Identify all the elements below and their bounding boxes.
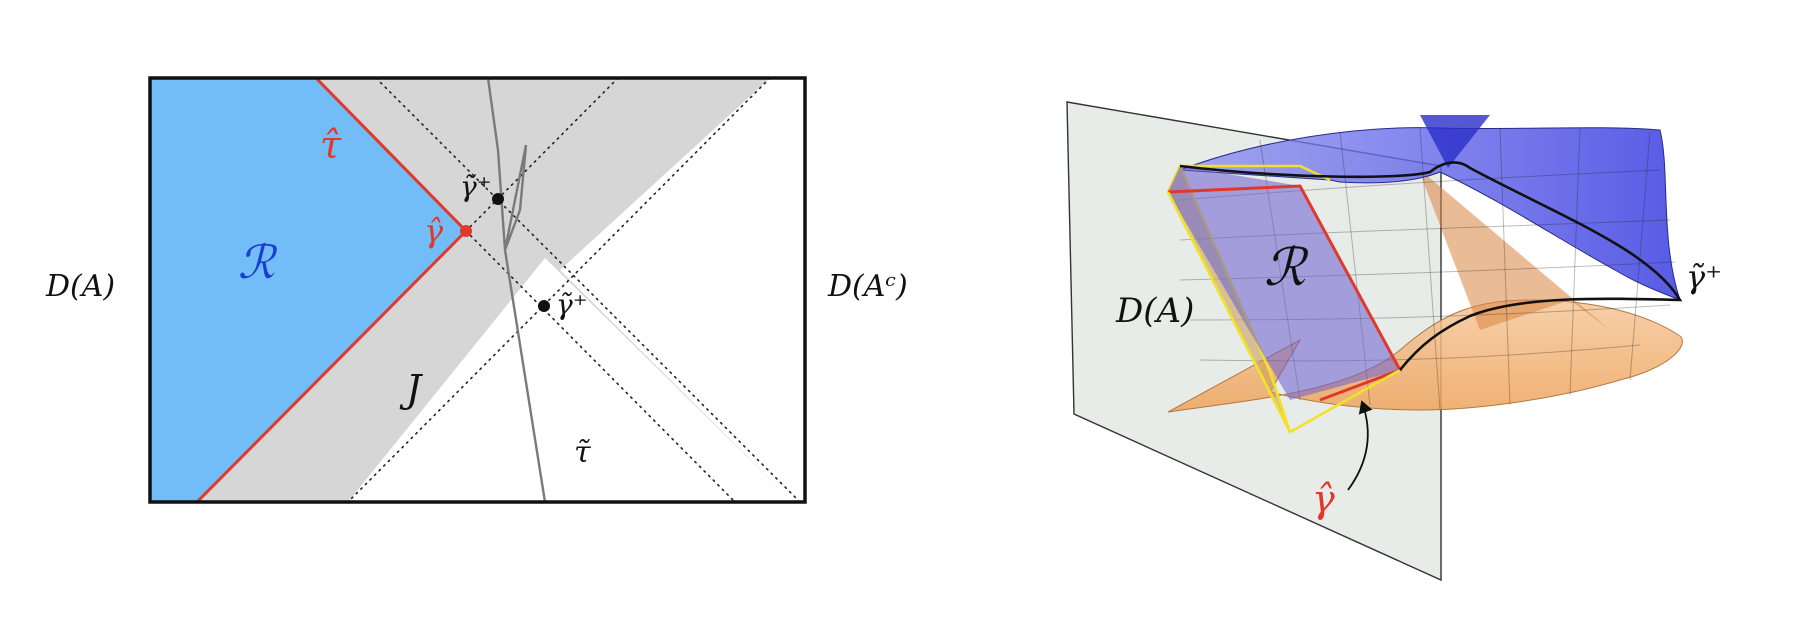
gamma-hat-arrow (1347, 400, 1373, 491)
label-gamma-tilde-plus-right: γ̃⁺ (1686, 258, 1722, 296)
gamma-tilde-plus-upper-point (492, 193, 504, 205)
label-D-A-left: D(A) (45, 269, 115, 304)
gamma-tilde-plus-lower-point (538, 300, 550, 312)
label-tau-hat: τ̂ (320, 123, 342, 167)
region-R-top-face (1168, 166, 1400, 400)
gamma-hat-point (460, 225, 472, 237)
label-gamma-hat-right: γ̂ (1312, 477, 1335, 521)
label-gamma-tilde-plus-upper: γ̃⁺ (460, 170, 492, 203)
blue-region-R (150, 78, 466, 502)
label-gamma-tilde-plus-lower: γ̃⁺ (556, 288, 588, 321)
gamma-tilde-plus-curve (1179, 161, 1683, 371)
label-region-R: ℛ (238, 235, 278, 289)
diagram-frame (148, 76, 807, 504)
region-R-red-edge (1167, 184, 1403, 402)
label-D-Ac: D(Aᶜ) (827, 269, 908, 304)
label-region-R-right: ℛ (1264, 238, 1309, 298)
label-D-A-right: D(A) (1115, 291, 1194, 331)
left-penrose-diagram: D(A) D(Aᶜ) ℛ τ̂ γ̂ γ̃⁺ γ̃⁺ J τ̃ (45, 76, 908, 504)
tau-tilde-worldline (486, 78, 547, 502)
white-future-past-region (560, 78, 805, 502)
label-tau-tilde: τ̃ (574, 435, 591, 470)
null-lines (347, 78, 801, 502)
label-gamma-hat: γ̂ (424, 212, 444, 250)
region-R-yellow-edge-2 (1166, 191, 1401, 434)
right-3d-surface-diagram: D(A) ℛ γ̃⁺ γ̂ (1066, 101, 1722, 582)
blue-surface (1179, 127, 1681, 301)
blue-cone (1420, 115, 1490, 168)
orange-cone (1418, 168, 1610, 330)
